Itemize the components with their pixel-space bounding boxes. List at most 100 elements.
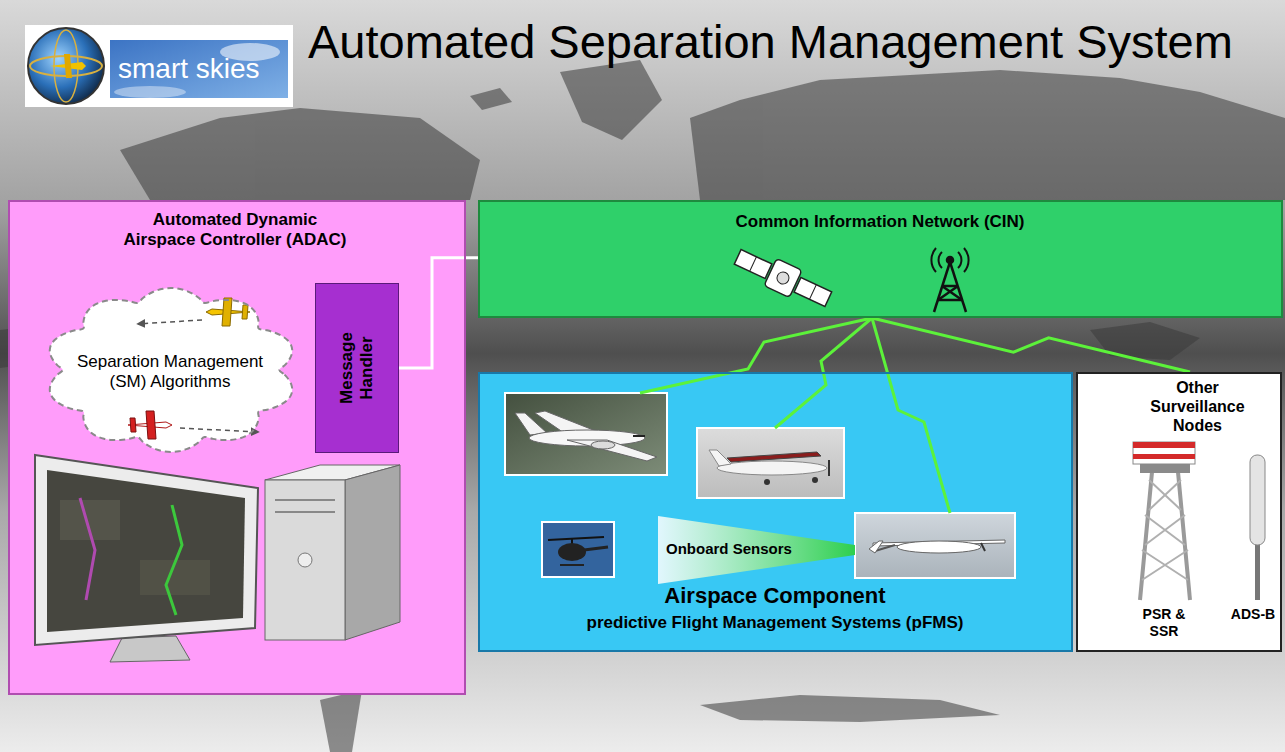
radio-tower-icon [958,252,961,268]
aircraft-photo [764,479,770,485]
helicopter-photo [558,543,586,561]
satellite-icon [731,243,834,312]
satellite-icon [764,258,802,297]
helicopter-photo [542,522,614,577]
helicopter-photo [542,522,614,577]
plane-icons [146,411,156,439]
radio-tower-icon [931,248,968,312]
helicopter-photo [560,564,584,566]
aircraft-photo [697,428,844,498]
plane-icons [180,428,258,432]
aircraft-photo [697,428,844,498]
logo [25,25,293,107]
airspace-panel-fill [478,372,1073,652]
message-handler-box: Message Handler [315,283,399,453]
logo [25,25,293,107]
node-text: ADS-B [1228,606,1278,623]
node-text: predictive Flight Management Systems (pF… [520,613,1030,633]
computer-tower-icon [345,465,400,640]
node-heading: Separation Management (SM) Algorithms [70,352,270,393]
radio-tower-icon [942,286,962,300]
node-heading: Common Information Network (CIN) [600,212,1160,232]
aircraft-photo [709,450,731,466]
aircraft-photo [505,393,667,475]
computer-tower-icon [275,511,335,513]
radar-tower-icon [1133,454,1195,459]
radio-link [872,318,1190,372]
radio-tower-icon [939,252,942,268]
world-map [690,70,1285,200]
node-text: PSR & SSR [1134,606,1194,640]
world-map [320,690,362,752]
logo [110,40,288,98]
controller-panel: Automated Dynamic Airspace Controller (A… [8,200,466,695]
aircraft-photo [505,393,667,475]
plane-icons [242,305,248,319]
satellite-icon [775,270,791,286]
world-map [0,60,1285,752]
ads-b-antenna-icon [1255,540,1260,600]
algorithm-cloud: Separation Management (SM) Algorithms [42,285,300,455]
network-band: Common Information Network (CIN) [478,200,1283,318]
ads-b-antenna-icon [1250,455,1265,545]
algorithm-cloud-fill [50,288,292,452]
sensor-beam: Onboard Sensors [658,516,855,584]
logo [114,86,186,98]
world-map [700,695,1000,722]
radio-link-lines [640,318,872,393]
aircraft-photo [567,440,657,461]
logo-text: smart skies [118,52,260,86]
radio-tower-icon [938,286,958,300]
radio-tower-icon [947,257,953,263]
radar-tower-icon [1140,472,1152,600]
data-link [399,258,478,368]
aircraft-photo [717,461,827,475]
plane-icons [130,418,136,432]
sensor-beam-shape [658,516,855,584]
cloud-outline [50,288,292,452]
node-heading: Airspace Component [520,583,1030,609]
plane-icons [128,411,172,439]
radar-tower-icon [1133,442,1195,448]
uav-photo [855,513,1015,578]
uav-photo [869,541,883,553]
radar-tower-icon [1133,442,1195,464]
aircraft-photo [591,441,615,449]
radar-tower-icon [1133,442,1195,600]
monitor-icon [110,636,190,662]
radar-tower-icon [1142,480,1188,580]
monitor-icon [80,498,95,600]
diagram-title: Automated Separation Management System [308,14,1233,70]
satellite-icon [810,285,817,300]
uav-photo [855,513,1015,578]
monitor-icon [47,470,245,632]
satellite-icon [734,250,772,279]
helicopter-photo [548,537,604,540]
monitor-icon [35,455,258,645]
radar-tower-icon [1178,472,1190,600]
network-band-fill [478,200,1283,318]
radio-tower-icon [931,248,936,272]
computer-tower-icon [298,553,312,567]
aircraft-photo [727,452,821,462]
aircraft-photo [828,460,830,476]
node-heading: Automated Dynamic Airspace Controller (A… [120,210,350,251]
world-map [120,108,480,200]
radio-link-lines [640,318,950,513]
satellite-icon [750,257,757,272]
radio-tower-icon [964,248,969,272]
ads-b-antenna-icon [1250,455,1265,600]
radar-tower-icon [1140,464,1190,473]
airspace-panel: Airspace Component predictive Flight Mana… [478,372,1073,652]
panel-fills [8,200,1283,695]
satellite-icon [794,278,832,307]
plane-icons [222,298,232,326]
node-heading: Other Surveillance Nodes [1130,378,1265,436]
helicopter-photo [584,547,608,550]
monitor-icon [166,505,182,615]
computer-tower-icon [265,480,345,640]
plane-icons [138,320,202,324]
computer-tower-icon [275,499,335,501]
world-map [1090,322,1200,360]
